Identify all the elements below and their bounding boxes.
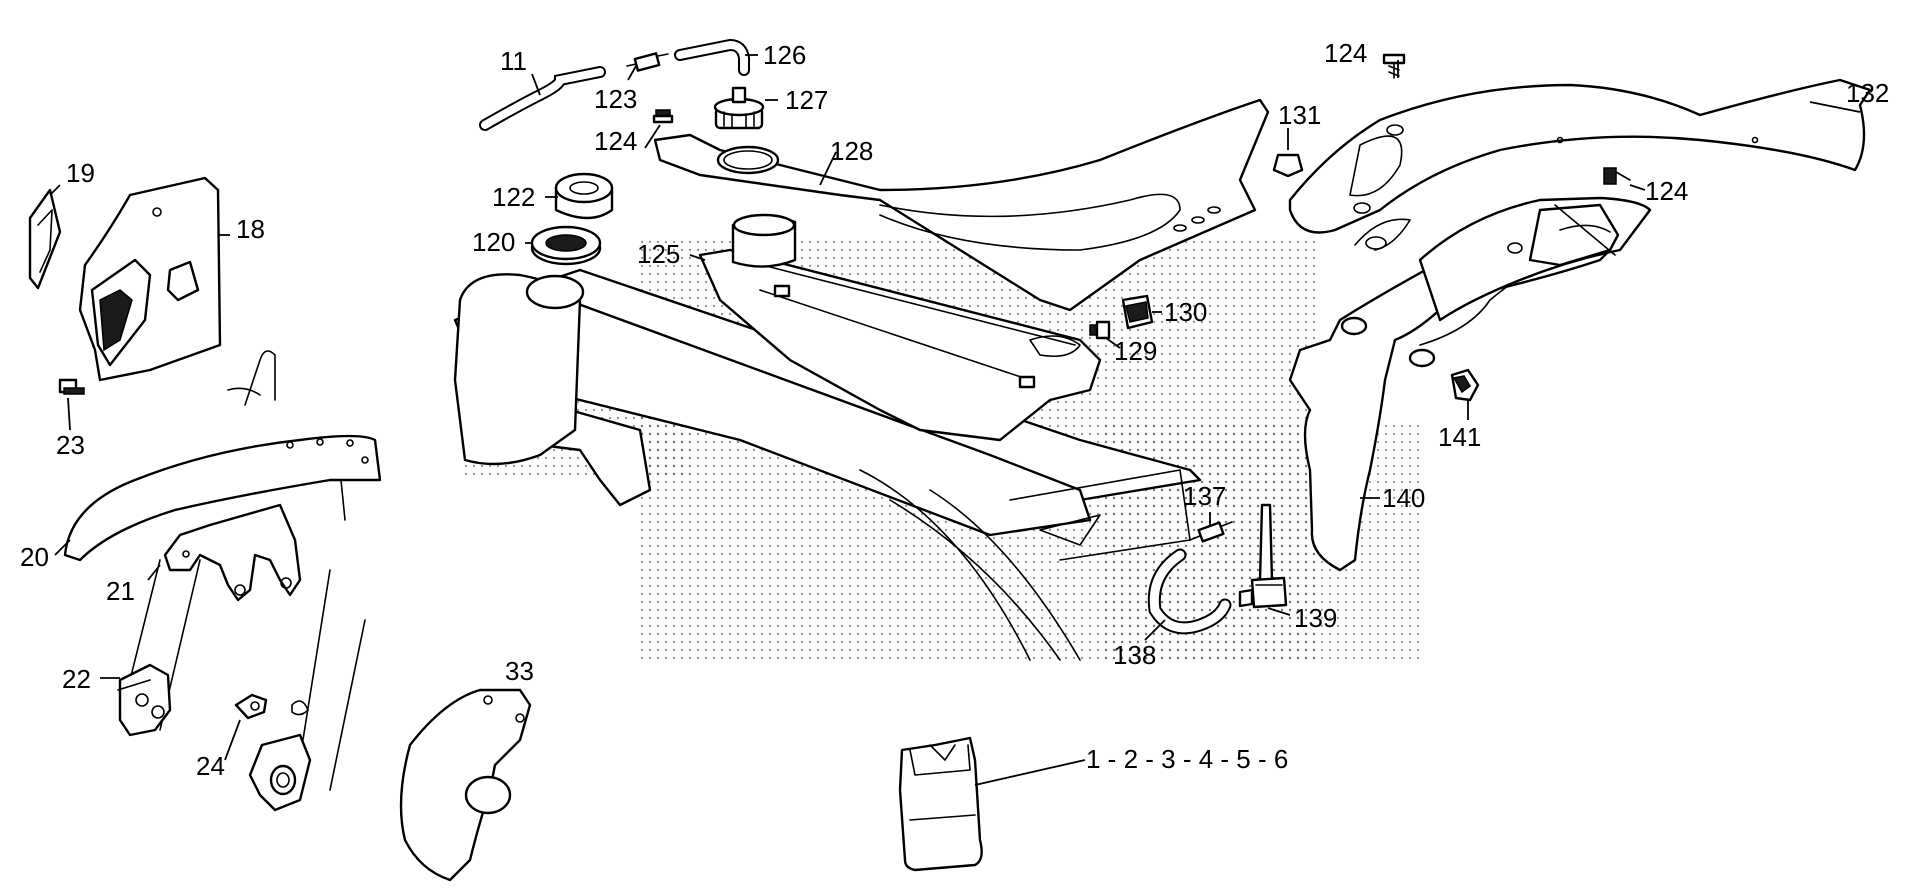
callout-124-top: 124 [1324,38,1367,68]
seal-122 [554,172,614,220]
nut-131 [1272,153,1304,178]
callout-141: 141 [1438,422,1481,452]
fitting-137 [1189,521,1233,543]
hose-126 [674,38,750,76]
fuel-tap-139 [1238,503,1288,609]
callout-123: 123 [594,84,637,114]
bearing-120 [530,225,602,266]
callout-labels: 11 123 126 127 124 128 122 120 125 19 18… [20,38,1889,781]
callout-128: 128 [830,136,873,166]
callout-33: 33 [505,656,534,686]
front-fender-20 [63,434,382,562]
decal-19 [28,188,62,290]
callout-kit-1-6: 1 - 2 - 3 - 4 - 5 - 6 [1086,744,1288,774]
callout-127: 127 [785,85,828,115]
callout-120: 120 [472,227,515,257]
callout-139: 139 [1294,603,1337,633]
callout-137: 137 [1183,481,1226,511]
callout-132: 132 [1846,78,1889,108]
fork-leg-lower [248,733,312,812]
fuel-cap-127 [713,86,765,130]
callout-138: 138 [1113,640,1156,670]
fitting-123 [626,52,669,72]
callout-130: 130 [1164,297,1207,327]
fender-bracket-21 [163,503,302,602]
callout-126: 126 [763,40,806,70]
number-plate-18 [78,176,222,382]
callout-24: 24 [196,751,225,781]
hose-11 [479,66,606,131]
clip-141 [1450,368,1480,402]
callout-140: 140 [1382,483,1425,513]
callout-20: 20 [20,542,49,572]
callout-11: 11 [500,46,527,76]
screw-129 [1089,320,1111,340]
seat-128 [653,98,1270,312]
hose-138 [1147,548,1232,635]
rear-fender-132 [1288,78,1872,251]
callout-23: 23 [56,430,85,460]
callout-122: 122 [492,182,535,212]
callout-124-right: 124 [1645,176,1688,206]
callout-19: 19 [66,158,95,188]
airbox-shroud [1418,196,1652,322]
kit-bag [898,736,983,872]
screw-124-top [1382,53,1406,79]
callout-131: 131 [1278,100,1321,130]
screw-124-right [1603,167,1631,185]
callout-21: 21 [106,576,135,606]
screw-124-seat [652,109,674,124]
screw-23 [58,378,85,395]
clip-130 [1121,294,1154,330]
disc-guard-33 [399,688,532,882]
leader-lines [49,54,1861,786]
callout-124-seat: 124 [594,126,637,156]
fork-guard-22 [117,663,172,737]
clamp-24 [234,693,309,720]
callout-129: 129 [1114,336,1157,366]
callout-18: 18 [236,214,265,244]
fuel-tank-125 [698,213,1102,442]
callout-22: 22 [62,664,91,694]
callout-125: 125 [637,239,680,269]
gasket-ring [716,145,780,175]
